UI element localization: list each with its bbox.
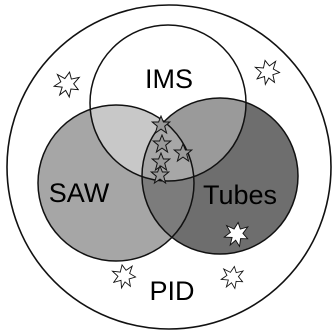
tubes-label: Tubes <box>203 180 277 210</box>
saw-label: SAW <box>49 178 110 208</box>
pid-label: PID <box>149 276 194 306</box>
ims-label: IMS <box>145 64 193 94</box>
tubes-outline <box>141 97 299 255</box>
saw-outline <box>37 104 195 262</box>
